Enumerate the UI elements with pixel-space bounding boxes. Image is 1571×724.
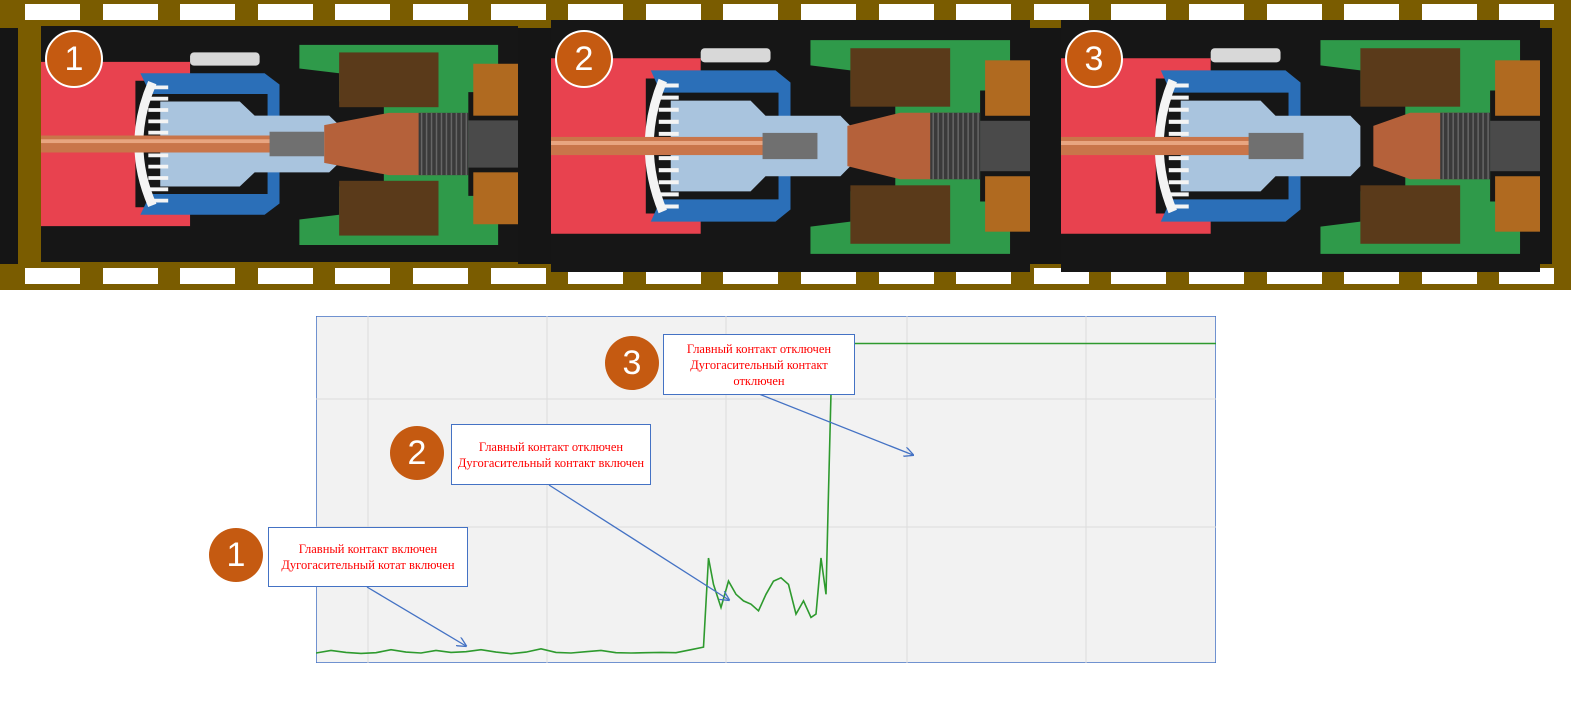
frame-1: 1	[41, 26, 518, 262]
frame-gap	[0, 28, 18, 264]
sprocket-hole	[25, 4, 80, 20]
sprocket-hole	[1421, 4, 1477, 20]
sprocket-hole	[1499, 268, 1555, 284]
sprocket-hole	[490, 4, 546, 20]
sprocket-hole	[102, 4, 158, 20]
sprocket-hole	[490, 268, 546, 284]
callout-2-line2: Дугогасительный контакт включен	[457, 455, 645, 470]
sprocket-hole	[102, 268, 158, 284]
callout-3-line2: Дугогасительный контакт отключен	[690, 357, 828, 388]
callout-2: Главный контакт отключен Дугогасительный…	[451, 424, 651, 485]
sprocket-hole	[257, 268, 313, 284]
callout-1-line2: Дугогасительный котат включен	[281, 558, 455, 572]
sprocket-hole	[1421, 268, 1477, 284]
frame-gap	[518, 28, 551, 264]
sprocket-hole	[257, 4, 313, 20]
callout-3-line1: Главный контакт отключен	[686, 341, 832, 356]
sprocket-hole	[723, 4, 779, 20]
chart-badge-3: 3	[605, 336, 659, 390]
frame-2: 2	[551, 20, 1030, 272]
sprocket-hole	[956, 268, 1012, 284]
sprocket-hole	[878, 268, 934, 284]
frame-badge-1: 1	[45, 30, 103, 88]
contact-cutaway-illustration	[41, 26, 518, 262]
sprocket-hole	[335, 4, 391, 20]
sprocket-hole	[878, 4, 934, 20]
sprocket-hole	[413, 4, 468, 20]
sprocket-hole	[413, 268, 468, 284]
sprocket-hole	[1266, 4, 1322, 20]
sprocket-hole	[1033, 268, 1089, 284]
frame-gap	[1540, 28, 1552, 264]
sprocket-hole	[645, 4, 701, 20]
contact-cutaway-illustration	[1061, 20, 1540, 272]
sprocket-hole	[568, 4, 624, 20]
sprocket-hole	[180, 4, 236, 20]
frame-3: 3	[1061, 20, 1540, 272]
sprocket-hole	[956, 4, 1012, 20]
sprocket-hole	[335, 268, 391, 284]
contact-cutaway-illustration	[551, 20, 1030, 272]
sprocket-hole	[1344, 4, 1400, 20]
sprocket-hole	[801, 268, 856, 284]
callout-3: Главный контакт отключен Дугогасительный…	[663, 334, 855, 395]
sprocket-hole	[568, 268, 624, 284]
chart-badge-1: 1	[209, 528, 263, 582]
frame-gap	[1030, 28, 1061, 264]
sprocket-hole	[180, 268, 236, 284]
chart-badge-2: 2	[390, 426, 444, 480]
sprocket-hole	[25, 268, 80, 284]
sprocket-hole	[645, 268, 701, 284]
sprocket-hole	[1111, 4, 1167, 20]
sprocket-hole	[1266, 268, 1322, 284]
sprocket-hole	[1111, 268, 1167, 284]
sprocket-hole	[1189, 4, 1244, 20]
callout-1: Главный контакт включен Дугогасительный …	[268, 527, 468, 587]
frame-badge-2: 2	[555, 30, 613, 88]
frame-badge-3: 3	[1065, 30, 1123, 88]
sprocket-hole	[723, 268, 779, 284]
callout-2-line1: Главный контакт отключен	[478, 439, 624, 454]
sprocket-hole	[1499, 4, 1555, 20]
sprocket-hole	[1189, 268, 1244, 284]
sprocket-hole	[801, 4, 856, 20]
callout-1-line1: Главный контакт включен	[298, 542, 438, 556]
sprocket-hole	[1033, 4, 1089, 20]
sprocket-hole	[1344, 268, 1400, 284]
